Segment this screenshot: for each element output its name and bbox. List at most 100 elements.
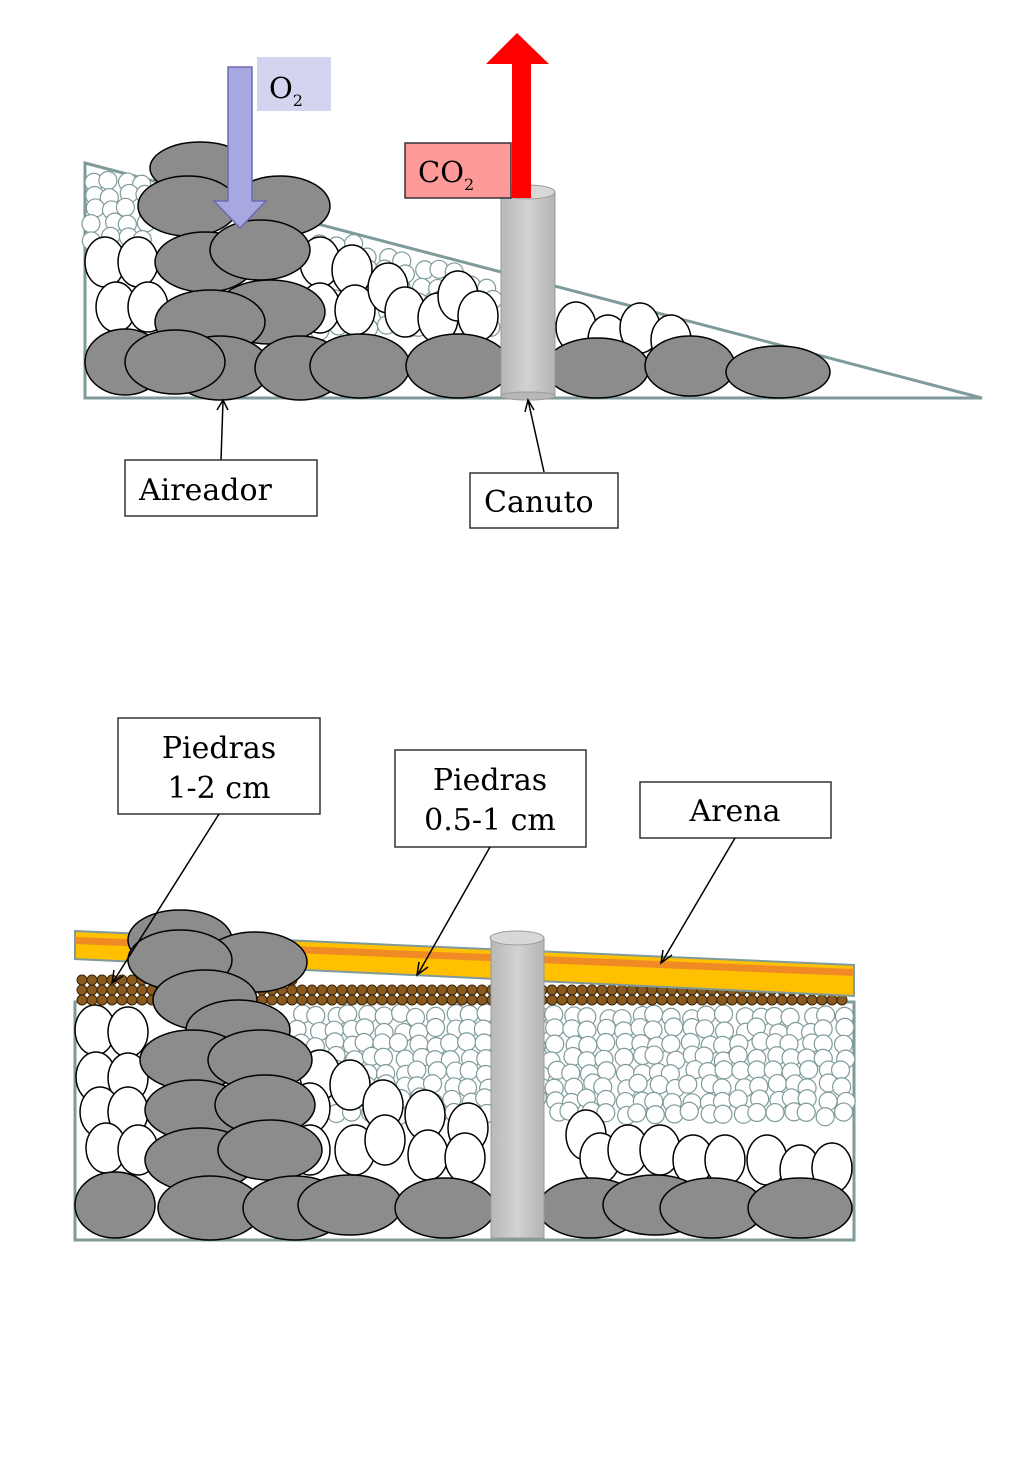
- gravel-grain: [456, 994, 468, 1006]
- small-pebble: [678, 1074, 698, 1094]
- gravel-grain: [426, 984, 438, 996]
- gravel-grain: [546, 994, 558, 1006]
- arena-label-box: [639, 781, 832, 839]
- piedras-1-2-label-box: [117, 717, 321, 815]
- gravel-grain: [86, 974, 98, 986]
- gravel-grain: [126, 984, 138, 996]
- gravel-grain: [586, 984, 598, 996]
- canuto-label: Canuto: [484, 485, 594, 520]
- gravel-grain: [306, 984, 318, 996]
- piedras-1-2-pointer-head: [111, 969, 124, 985]
- gravel-grain: [76, 974, 88, 986]
- stone: [644, 335, 736, 397]
- small-pebble: [765, 1102, 785, 1123]
- small-pebble: [649, 1075, 669, 1095]
- gravel-grain: [276, 994, 288, 1006]
- piedras-05-1-pointer-head: [415, 961, 429, 977]
- small-pebble: [799, 1060, 819, 1080]
- gravel-grain: [376, 984, 388, 996]
- small-pebble: [374, 1006, 394, 1026]
- gravel-grain: [96, 974, 108, 986]
- gravel-grain: [436, 984, 448, 996]
- gravel-grain: [386, 984, 398, 996]
- gravel-grain: [136, 984, 148, 996]
- gravel-grain: [356, 984, 368, 996]
- small-pebble: [695, 1019, 715, 1039]
- aireador-pointer-head: [216, 398, 229, 411]
- gravel-grain: [356, 994, 368, 1006]
- gravel-grain: [96, 984, 108, 996]
- gravel-grain: [346, 984, 358, 996]
- small-pebble: [373, 1047, 394, 1067]
- gravel-grain: [446, 994, 458, 1006]
- gravel-grain: [86, 984, 98, 996]
- gravel-grain: [296, 994, 308, 1006]
- arena-pointer-head: [659, 949, 673, 965]
- piedras-05-1-pointer: [417, 846, 491, 975]
- gravel-grain: [376, 994, 388, 1006]
- gravel-grain: [796, 994, 808, 1006]
- gravel-grain: [606, 984, 618, 996]
- stone: [74, 1171, 156, 1239]
- piedras-1-2-label-line1: Piedras: [162, 731, 276, 766]
- co2-label: CO2: [418, 155, 474, 194]
- gravel-grain: [806, 994, 818, 1006]
- gravel-grain: [466, 994, 478, 1006]
- small-pebble: [85, 198, 105, 218]
- gravel-grain: [116, 994, 128, 1006]
- gravel-grain: [76, 994, 88, 1006]
- gravel-grain: [416, 994, 428, 1006]
- gravel-grain: [626, 994, 638, 1006]
- small-pebble: [81, 214, 101, 234]
- small-pebble: [835, 1017, 855, 1037]
- gravel-grain: [716, 994, 728, 1006]
- gravel-grain: [446, 984, 458, 996]
- gravel-grain: [366, 984, 378, 996]
- pebble: [117, 236, 159, 288]
- gravel-grain: [816, 994, 828, 1006]
- stone: [544, 337, 650, 399]
- small-pebble: [731, 1060, 751, 1081]
- gravel-grain: [556, 984, 568, 996]
- gravel-grain: [766, 994, 778, 1006]
- gravel-grain: [266, 994, 278, 1006]
- gravel-grain: [666, 994, 678, 1006]
- small-pebble: [474, 1033, 494, 1053]
- gravel-grain: [326, 984, 338, 996]
- piedras-05-1-label-line1: Piedras: [433, 763, 547, 798]
- aireador-label: Aireador: [138, 473, 273, 508]
- gravel-grain: [476, 984, 488, 996]
- stone: [217, 1119, 323, 1181]
- gravel-grain: [726, 994, 738, 1006]
- gravel-grain: [466, 984, 478, 996]
- gravel-grain: [336, 984, 348, 996]
- stone: [209, 219, 311, 281]
- bottom-pipe: [489, 930, 545, 1239]
- small-pebble: [440, 1033, 460, 1053]
- gravel-grain: [576, 994, 588, 1006]
- small-pebble: [713, 1004, 734, 1024]
- piedras-1-2-pointer: [112, 813, 220, 983]
- small-pebble: [98, 170, 118, 191]
- small-pebble: [645, 1105, 665, 1125]
- gravel-grain: [566, 984, 578, 996]
- top-diagram: O2 CO2 Aireador Canuto: [81, 33, 983, 529]
- small-pebble: [713, 1104, 733, 1124]
- stone: [725, 345, 831, 399]
- gravel-grain: [426, 994, 438, 1006]
- pebble: [407, 1129, 449, 1181]
- stone: [405, 333, 511, 399]
- small-pebble: [815, 1107, 835, 1127]
- gravel-grain: [396, 994, 408, 1006]
- piedras-05-1-label-box: [394, 749, 587, 848]
- gravel-grain: [316, 994, 328, 1006]
- small-pebble: [306, 1005, 326, 1026]
- small-pebble: [747, 1060, 767, 1080]
- gravel-grain: [786, 994, 798, 1006]
- gravel-grain: [826, 994, 838, 1006]
- gravel-grain: [706, 994, 718, 1006]
- gravel-grain: [126, 994, 138, 1006]
- gravel-grain: [596, 984, 608, 996]
- piedras-05-1-label-line2: 0.5-1 cm: [424, 803, 556, 838]
- arena-label: Arena: [689, 794, 781, 829]
